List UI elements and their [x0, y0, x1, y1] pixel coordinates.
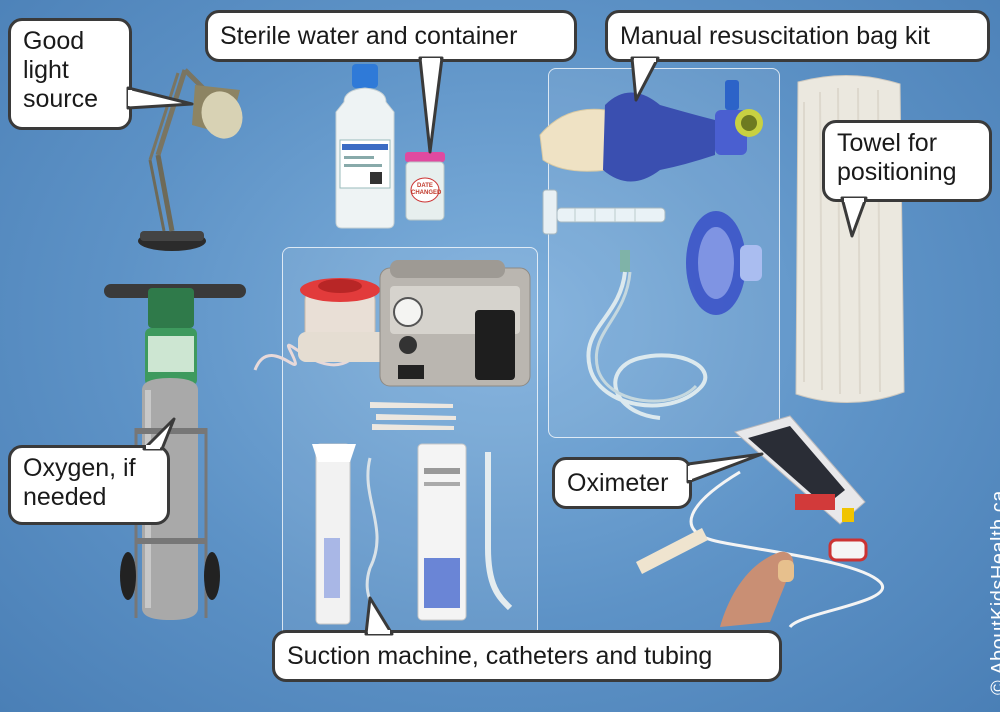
- manual-resuscitation-callout: Manual resuscitation bag kit: [605, 10, 990, 62]
- container-date-label: DATE CHANGED: [411, 183, 442, 196]
- good-light-source-callout: Good light source: [8, 18, 132, 130]
- sterile-water-callout: Sterile water and container: [205, 10, 577, 62]
- towel-callout-pointer: [840, 196, 868, 238]
- towel-text: Towel for positioning: [837, 129, 957, 186]
- airway-tube-image: [542, 189, 666, 235]
- copyright-text: © AboutKidsHealth.ca: [988, 490, 1000, 695]
- oximeter-callout: Oximeter: [552, 457, 692, 509]
- suction-callout: Suction machine, catheters and tubing: [272, 630, 782, 682]
- suction-machine-image: [253, 260, 531, 387]
- suction-tips-image: [370, 402, 456, 430]
- resuscitation-bag-image: [539, 80, 763, 182]
- face-mask-image: [686, 211, 762, 315]
- specimen-container-image: DATE CHANGED: [403, 150, 447, 222]
- suction-text: Suction machine, catheters and tubing: [287, 642, 713, 670]
- good-light-source-callout-pointer: [126, 86, 194, 110]
- desk-lamp-image: [138, 68, 243, 251]
- suction-callout-pointer: [364, 596, 394, 636]
- oxygen-callout-pointer: [142, 417, 176, 451]
- oximeter-callout-pointer: [686, 452, 764, 484]
- oxygen-tubing-image: [586, 250, 708, 420]
- manual-resuscitation-callout-pointer: [630, 56, 660, 102]
- oximeter-image: [636, 415, 885, 629]
- oxygen-callout: Oxygen, if needed: [8, 445, 170, 525]
- suction-catheter-packets-image: [312, 443, 513, 629]
- good-light-source-text: Good light source: [23, 27, 99, 113]
- towel-callout: Towel for positioning: [822, 120, 992, 202]
- copyright-credit: © AboutKidsHealth.ca: [966, 475, 1000, 695]
- manual-resuscitation-text: Manual resuscitation bag kit: [620, 22, 930, 50]
- oximeter-text: Oximeter: [567, 469, 669, 497]
- sterile-water-text: Sterile water and container: [220, 22, 518, 50]
- sterile-water-bottle-image: [335, 64, 395, 229]
- sterile-water-callout-pointer: [418, 56, 444, 154]
- oxygen-text: Oxygen, if needed: [23, 454, 136, 511]
